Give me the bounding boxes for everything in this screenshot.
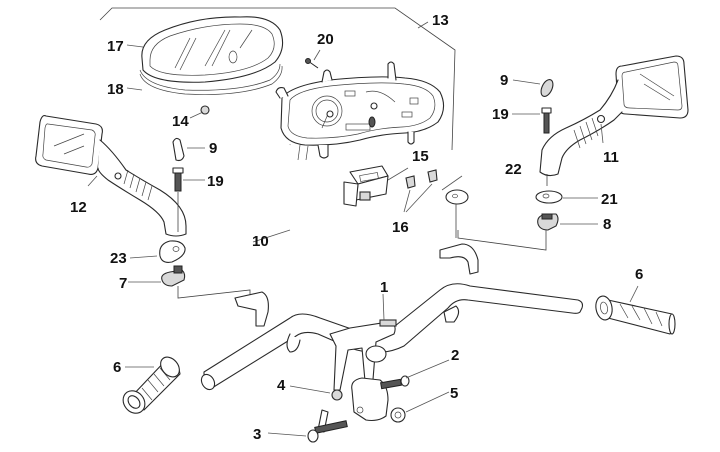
callout-15: 15 <box>412 148 429 165</box>
cluster-lens <box>141 16 284 83</box>
callout-23: 23 <box>110 250 127 267</box>
handlebar-clamp <box>351 377 389 422</box>
nut <box>331 389 343 401</box>
callout-9-right: 9 <box>500 72 508 89</box>
callout-2: 2 <box>451 347 459 364</box>
callout-4: 4 <box>277 377 286 394</box>
bulb-sockets <box>403 169 438 213</box>
leader-lines <box>87 21 639 437</box>
cluster-seal <box>139 63 283 95</box>
mirror-bolt-right <box>541 107 552 134</box>
callout-20: 20 <box>317 31 334 48</box>
callout-1: 1 <box>380 279 388 296</box>
cap-right <box>540 79 554 97</box>
callout-9-left: 9 <box>209 140 217 157</box>
callout-21: 21 <box>601 191 618 208</box>
grip-left <box>122 356 181 414</box>
callout-13: 12 <box>70 199 87 216</box>
callout-12: 11 <box>603 149 619 166</box>
callout-6-left: 6 <box>113 359 121 376</box>
instrument-cluster <box>275 61 445 161</box>
handlebar <box>200 243 584 393</box>
mirror-mount-left <box>161 265 186 287</box>
callout-17: 17 <box>107 38 124 55</box>
callout-6-right: 6 <box>635 266 643 283</box>
callout-19-left: 19 <box>207 173 224 190</box>
cap-left <box>172 137 185 162</box>
bolt-long <box>307 420 348 443</box>
guide-right <box>457 230 547 251</box>
callout-18: 18 <box>107 81 124 98</box>
washer <box>445 189 469 238</box>
callout-8: 8 <box>603 216 611 233</box>
switch-unit <box>343 165 389 207</box>
callout-14: 14 <box>172 113 189 130</box>
callout-19-right: 19 <box>492 106 509 123</box>
callout-22: 22 <box>505 161 522 178</box>
callout-3: 3 <box>253 426 261 443</box>
mirror-mount-right <box>537 213 559 231</box>
callout-5: 5 <box>450 385 458 402</box>
cluster-group-bracket <box>99 7 456 151</box>
grip-right <box>595 295 676 335</box>
callout-7: 7 <box>119 275 127 292</box>
mirror-bolt-left <box>172 167 184 192</box>
callout-11: 13 <box>432 12 449 29</box>
mirror-left <box>35 115 187 237</box>
cover-left <box>159 240 186 263</box>
nut-flanged <box>390 407 406 423</box>
mirror-right <box>539 55 689 177</box>
callout-labels: 17 18 14 20 13 9 19 12 23 7 10 1 15 16 2… <box>70 12 643 443</box>
callout-10: 10 <box>252 233 269 250</box>
screw <box>305 58 319 69</box>
callout-16: 16 <box>392 219 409 236</box>
washer-cover-right <box>535 190 563 204</box>
bolt <box>380 375 410 390</box>
